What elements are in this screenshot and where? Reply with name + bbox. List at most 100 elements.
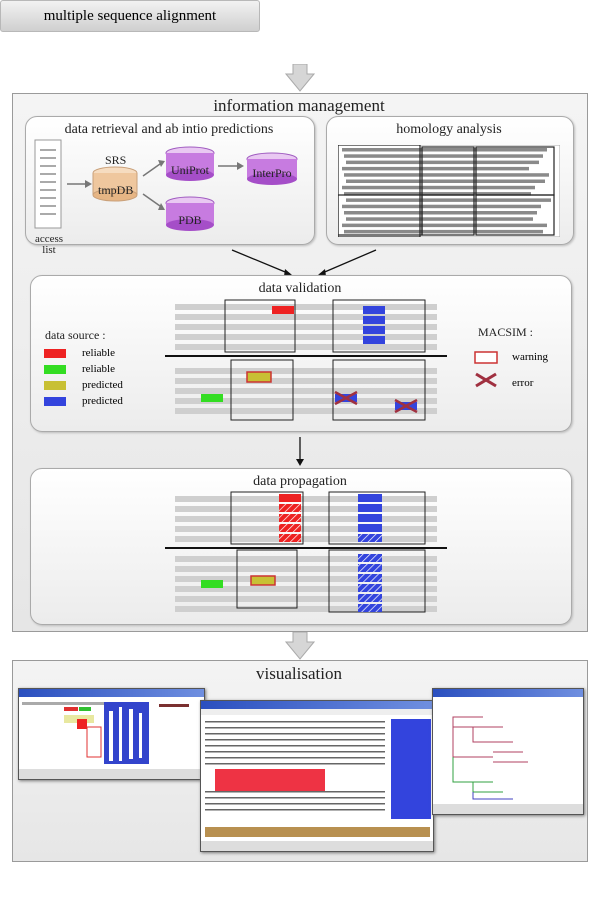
sequence-line <box>175 566 437 572</box>
error-cross-icon <box>475 372 497 388</box>
sequence-line <box>175 586 437 592</box>
propagation-title: data propagation <box>253 474 347 489</box>
macsim-error-label: error <box>512 377 534 389</box>
region-box <box>332 299 426 353</box>
propagation-alignment <box>165 491 447 613</box>
viewer-window-3 <box>432 688 584 815</box>
sequence-line <box>175 596 437 602</box>
sequence-line <box>175 526 437 532</box>
homology-block <box>338 145 421 237</box>
sequence-line <box>175 496 437 502</box>
down-arrow-icon-2 <box>285 632 315 660</box>
predicted-blue-mark <box>363 306 385 314</box>
region-box <box>230 359 294 421</box>
region-box <box>332 359 426 421</box>
warning-yellow-mark <box>246 371 272 383</box>
sequence-line <box>342 166 529 171</box>
msa-box: multiple sequence alignment <box>0 0 260 32</box>
retrieval-title: data retrieval and ab intio predictions <box>64 122 274 137</box>
predicted-blue-mark <box>358 504 382 512</box>
legend-label-3: predicted <box>82 379 123 391</box>
propagated-blue-mark <box>358 584 382 592</box>
sequence-line <box>346 198 551 202</box>
homology-block <box>475 194 555 236</box>
propagated-blue-mark <box>358 604 382 612</box>
sequence-line <box>344 173 549 177</box>
sequence-line <box>175 556 437 562</box>
legend-label-1: reliable <box>82 347 115 359</box>
sequence-line <box>344 211 537 215</box>
sequence-line <box>344 192 531 196</box>
tmpdb-label: tmpDB <box>98 183 134 197</box>
reliable-red-mark <box>279 494 301 502</box>
homology-frame <box>338 145 560 237</box>
propagated-red-mark <box>279 514 301 522</box>
window-titlebar-3 <box>433 689 583 697</box>
sequence-line <box>342 204 541 209</box>
predicted-blue-mark <box>363 336 385 344</box>
sequence-line <box>175 398 437 404</box>
warning-yellow-mark <box>250 575 276 586</box>
sequence-line <box>175 516 437 522</box>
pdb-label: PDB <box>178 213 202 227</box>
sequence-line <box>175 576 437 582</box>
sequence-line <box>344 229 543 234</box>
window-1-content <box>19 702 204 779</box>
region-box <box>230 491 304 545</box>
legend-swatch-green <box>44 365 66 374</box>
macsim-icons <box>474 351 498 388</box>
homology-block <box>421 194 475 236</box>
sequence-line <box>175 388 437 394</box>
propagated-red-mark <box>279 524 301 532</box>
sequence-line <box>346 217 533 221</box>
predicted-blue-mark <box>358 494 382 502</box>
visualisation-title: visualisation <box>256 664 342 683</box>
access-list-label: access list <box>34 233 64 256</box>
sequence-line <box>175 344 437 350</box>
legend-label-2: reliable <box>82 363 115 375</box>
srs-label: SRS <box>105 153 127 167</box>
propagated-blue-mark <box>358 534 382 542</box>
propagated-blue-mark <box>358 574 382 582</box>
window-2-content <box>201 709 433 851</box>
window-titlebar-2 <box>201 701 433 709</box>
predicted-blue-mark <box>358 514 382 522</box>
warning-box-icon <box>474 351 498 364</box>
legend-swatch-red <box>44 349 66 358</box>
down-arrow-small-icon <box>296 437 304 466</box>
interpro-label: InterPro <box>252 166 292 180</box>
sequence-line <box>175 606 437 612</box>
sequence-line <box>175 536 437 542</box>
propagated-blue-mark <box>358 594 382 602</box>
down-arrow-icon <box>285 64 315 92</box>
error-cross-icon <box>334 390 358 406</box>
homology-alignment <box>338 145 560 237</box>
propagated-red-mark <box>279 504 301 512</box>
sequence-line <box>342 223 547 228</box>
sequence-line <box>175 324 437 330</box>
sequence-line <box>175 378 437 384</box>
sequence-line <box>346 160 539 165</box>
homology-title: homology analysis <box>396 122 502 137</box>
info-title: information management <box>213 96 385 115</box>
legend-title: data source : <box>45 328 106 342</box>
region-box <box>224 299 296 353</box>
region-box <box>328 491 426 545</box>
reliable-red-mark <box>272 306 294 314</box>
region-box <box>236 549 298 609</box>
reliable-green-mark <box>201 394 223 402</box>
propagated-blue-mark <box>358 554 382 562</box>
reliable-green-mark <box>201 580 223 588</box>
error-cross-icon <box>394 398 418 414</box>
msa-title: multiple sequence alignment <box>43 8 217 24</box>
viewer-window-2 <box>200 700 434 852</box>
sequence-line <box>175 408 437 414</box>
legend-label-4: predicted <box>82 395 123 407</box>
macsim-title: MACSIM : <box>478 325 534 339</box>
viewer-window-1 <box>18 688 205 780</box>
merge-arrows-icon <box>231 249 377 276</box>
propagated-red-mark <box>279 534 301 542</box>
predicted-blue-mark <box>363 326 385 334</box>
sequence-line <box>175 334 437 340</box>
validation-alignment <box>165 299 447 421</box>
